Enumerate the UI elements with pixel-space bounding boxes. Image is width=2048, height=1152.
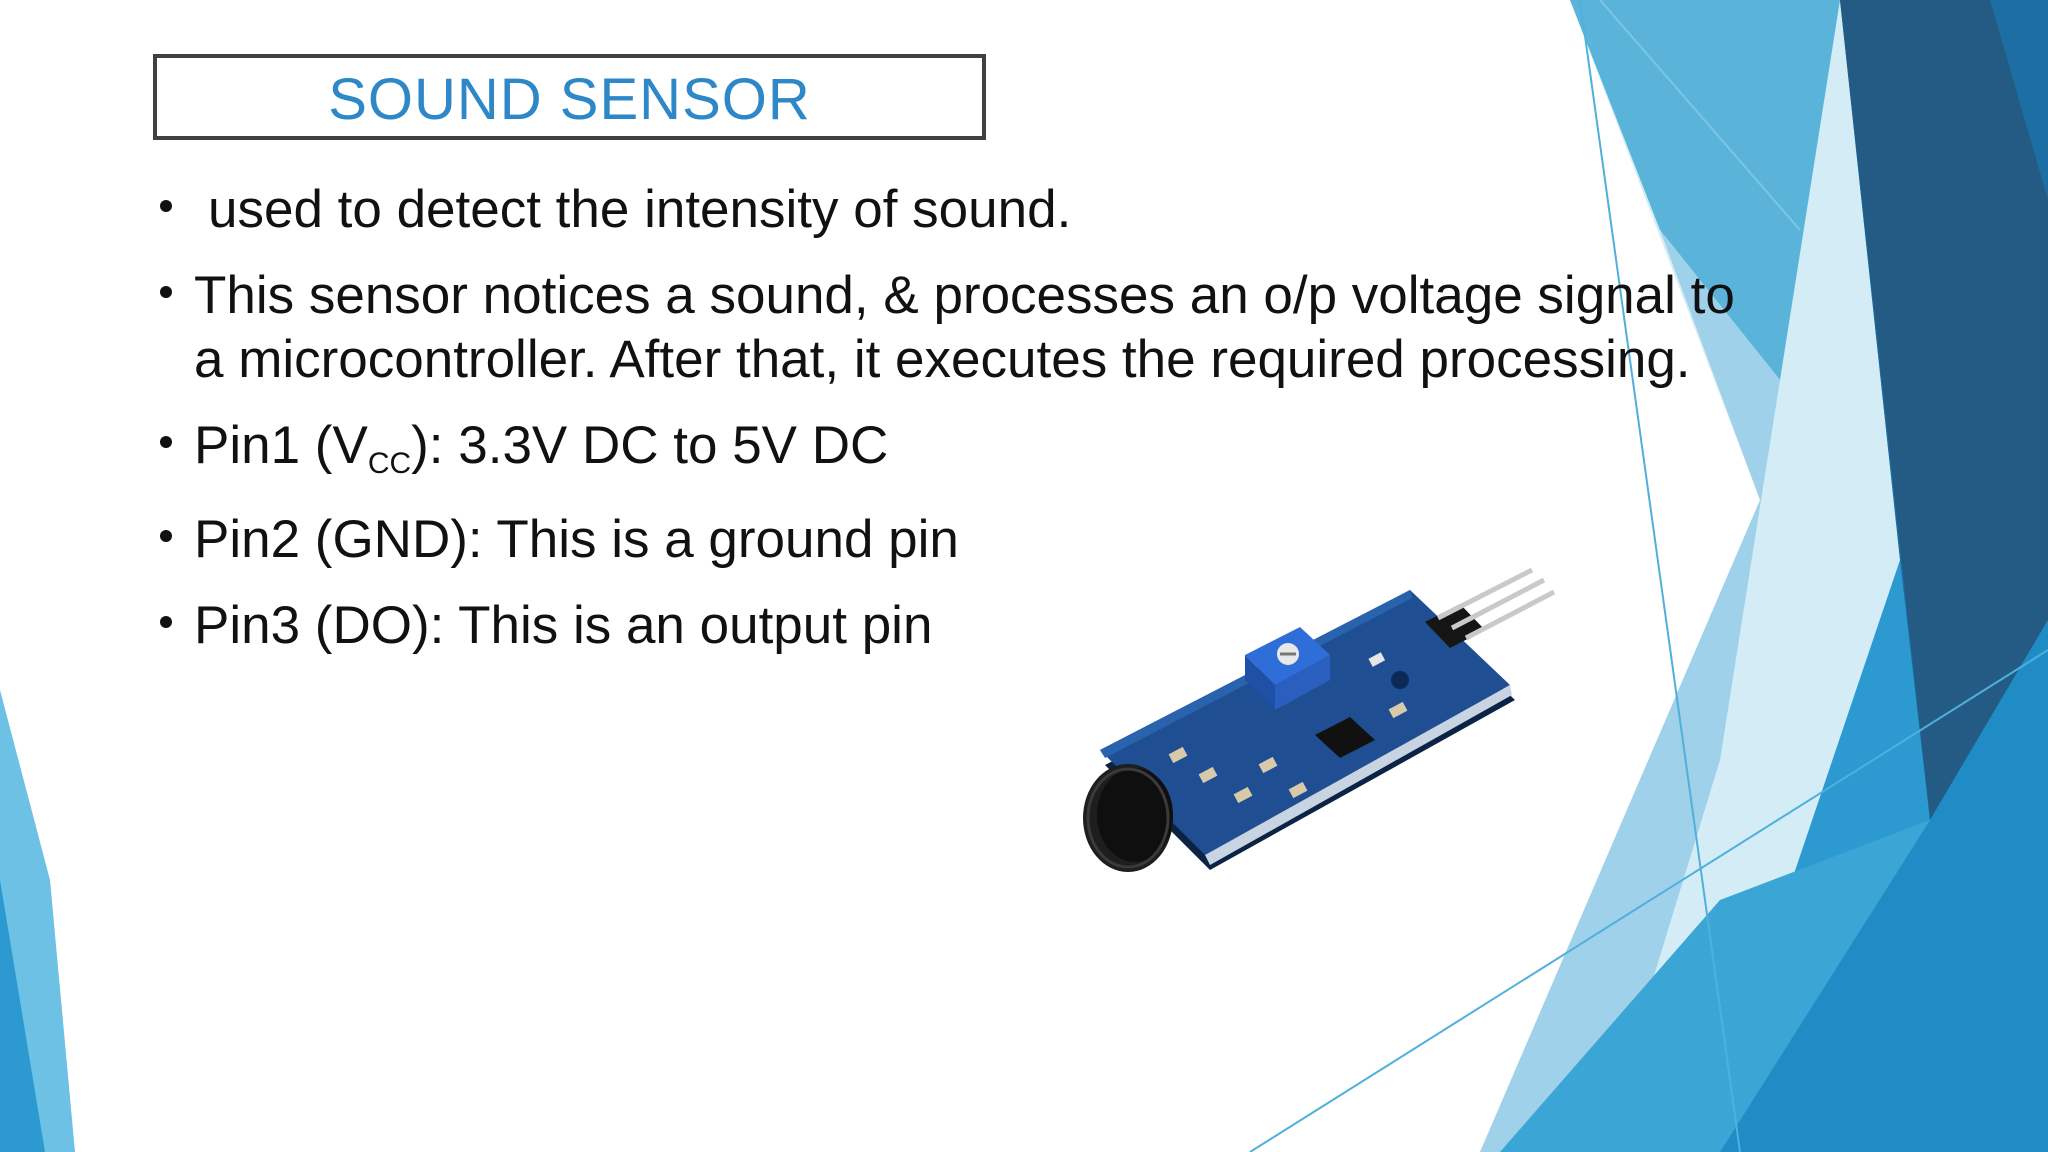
bullet-text-3-prefix: Pin1 (V bbox=[194, 416, 368, 475]
bullet-icon bbox=[160, 530, 172, 542]
bullet-item-1: used to detect the intensity of sound. bbox=[156, 178, 1856, 242]
bullet-list: used to detect the intensity of sound. T… bbox=[156, 170, 1856, 658]
title-box: SOUND SENSOR bbox=[153, 54, 986, 140]
bullet-icon bbox=[160, 200, 172, 212]
bullet-icon bbox=[160, 436, 172, 448]
bullet-item-5: Pin3 (DO): This is an output pin bbox=[156, 594, 1856, 658]
bullet-icon bbox=[160, 286, 172, 298]
vcc-subscript: CC bbox=[367, 447, 412, 480]
bullet-text-4: Pin2 (GND): This is a ground pin bbox=[194, 510, 959, 569]
bullet-text-2-line-2: a microcontroller. After that, it execut… bbox=[194, 330, 1691, 389]
bullet-text-2-line-1: This sensor notices a sound, & processes… bbox=[194, 266, 1735, 325]
slide-title: SOUND SENSOR bbox=[328, 67, 811, 132]
bullet-icon bbox=[160, 616, 172, 628]
bullet-text-1: used to detect the intensity of sound. bbox=[208, 180, 1072, 239]
bullet-item-2: This sensor notices a sound, & processes… bbox=[156, 264, 1856, 392]
bullet-text-3-suffix: ): 3.3V DC to 5V DC bbox=[411, 416, 889, 475]
bullet-item-4: Pin2 (GND): This is a ground pin bbox=[156, 508, 1856, 572]
sound-sensor-module-image bbox=[1083, 567, 1556, 872]
bullet-text-5: Pin3 (DO): This is an output pin bbox=[194, 596, 933, 655]
bullet-item-3: Pin1 (VCC): 3.3V DC to 5V DC bbox=[156, 414, 1856, 480]
